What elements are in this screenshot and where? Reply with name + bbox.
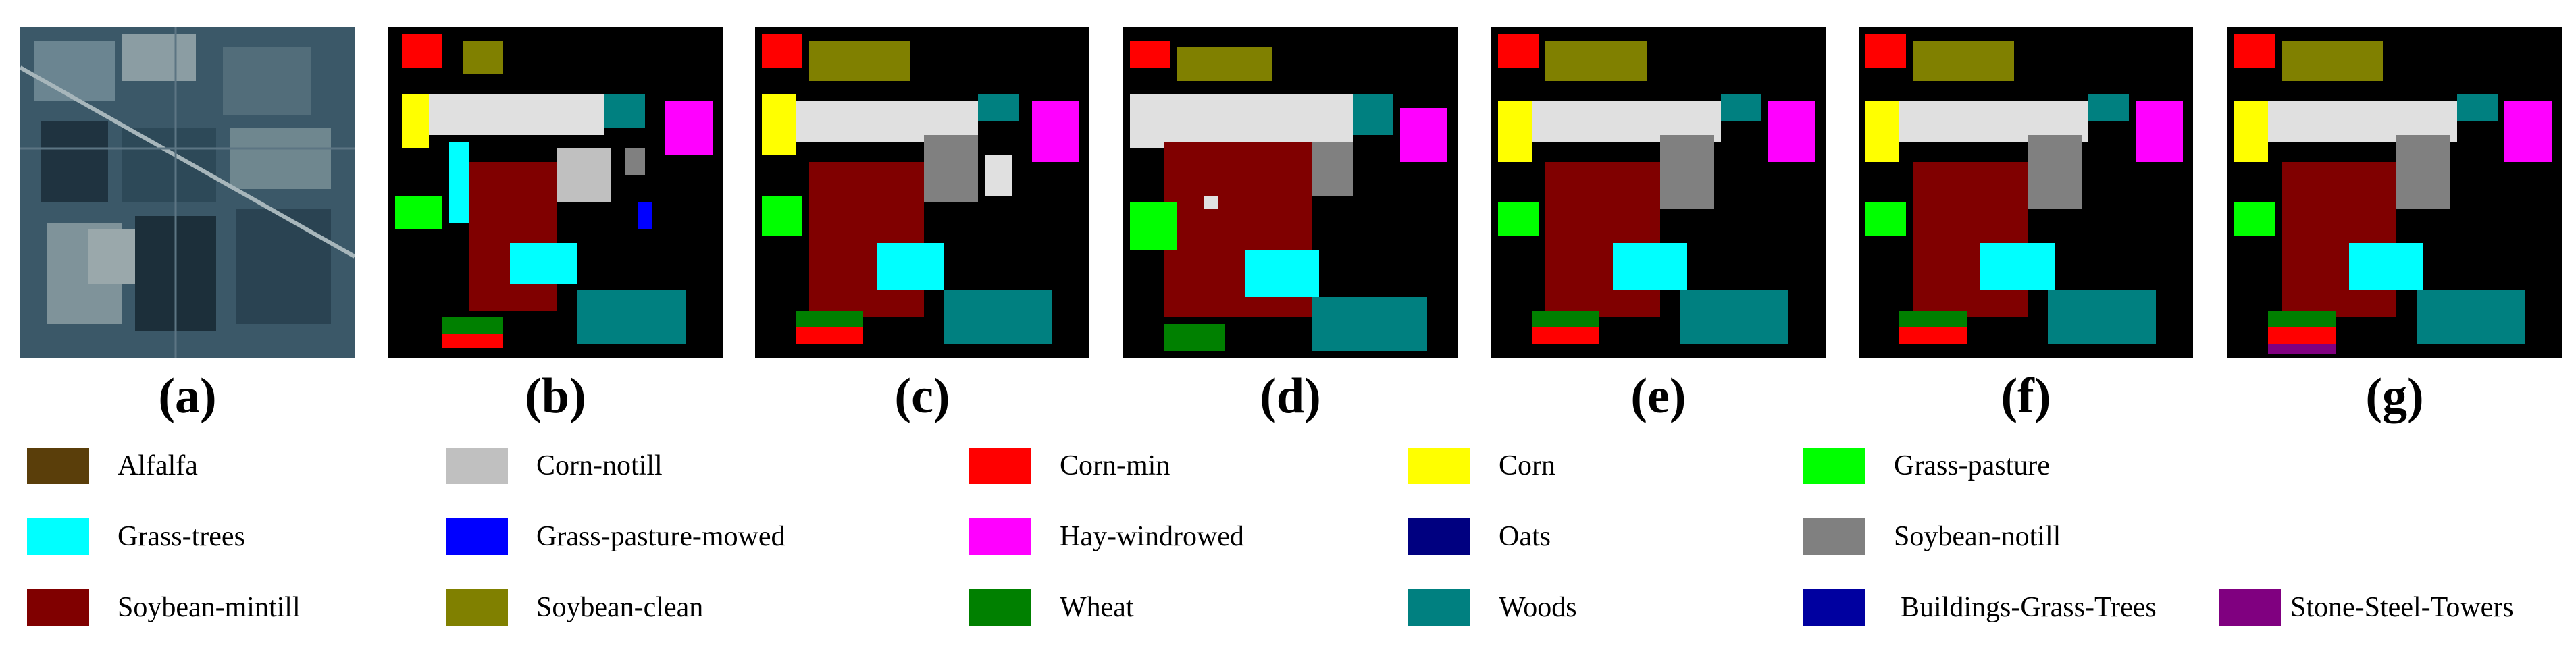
classification-map-g: [2227, 27, 2562, 358]
legend-item: Grass-pasture: [1803, 446, 2050, 486]
legend-label: Soybean-mintill: [118, 592, 301, 623]
legend-label: Corn: [1499, 450, 1555, 481]
legend-swatch: [27, 589, 89, 626]
panel-label-e: (e): [1630, 369, 1686, 424]
legend-swatch: [1408, 448, 1470, 484]
legend-swatch: [27, 518, 89, 555]
legend-swatch: [27, 448, 89, 484]
legend-label: Wheat: [1060, 592, 1134, 623]
legend-label: Corn-min: [1060, 450, 1170, 481]
classification-map-e: [1491, 27, 1826, 358]
aerial-image: [20, 27, 355, 358]
legend-swatch: [1803, 448, 1865, 484]
legend-item: Stone-Steel-Towers: [2219, 587, 2514, 628]
panel-label-a: (a): [158, 369, 217, 424]
legend-label: Soybean-clean: [536, 592, 704, 623]
legend-item: Alfalfa: [27, 446, 198, 486]
legend-label: Oats: [1499, 521, 1551, 552]
classification-map-f: [1859, 27, 2193, 358]
legend-label: Buildings-Grass-Trees: [1901, 592, 2157, 623]
legend-item: Woods: [1408, 587, 1577, 628]
legend-swatch: [446, 589, 508, 626]
legend-swatch: [446, 448, 508, 484]
legend-label: Soybean-notill: [1894, 521, 2061, 552]
legend-label: Corn-notill: [536, 450, 663, 481]
legend-item: Oats: [1408, 516, 1551, 557]
classification-map-d: [1123, 27, 1458, 358]
panel-label-f: (f): [2001, 369, 2051, 424]
legend-label: Alfalfa: [118, 450, 198, 481]
legend-swatch: [969, 448, 1031, 484]
legend-item: Soybean-notill: [1803, 516, 2061, 557]
panel-label-g: (g): [2365, 369, 2424, 424]
legend-item: Grass-trees: [27, 516, 245, 557]
legend-label: Woods: [1499, 592, 1577, 623]
legend-item: Corn: [1408, 446, 1555, 486]
legend-item: Grass-pasture-mowed: [446, 516, 785, 557]
legend-item: Soybean-mintill: [27, 587, 301, 628]
legend-item: Hay-windrowed: [969, 516, 1244, 557]
legend-swatch: [1408, 589, 1470, 626]
legend-swatch: [969, 589, 1031, 626]
legend-item: Wheat: [969, 587, 1134, 628]
legend-swatch: [2219, 589, 2281, 626]
panel-label-c: (c): [894, 369, 950, 424]
legend-swatch: [1408, 518, 1470, 555]
legend-label: Hay-windrowed: [1060, 521, 1244, 552]
legend-item: Corn-min: [969, 446, 1170, 486]
legend-item: Corn-notill: [446, 446, 663, 486]
aerial-image-panel: [20, 27, 355, 358]
legend-item: Buildings-Grass-Trees: [1803, 587, 2157, 628]
legend-swatch: [1803, 589, 1865, 626]
legend-swatch: [446, 518, 508, 555]
legend-label: Grass-trees: [118, 521, 245, 552]
legend-item: Soybean-clean: [446, 587, 703, 628]
legend-label: Stone-Steel-Towers: [2290, 592, 2514, 623]
legend-swatch: [969, 518, 1031, 555]
panel-label-b: (b): [525, 369, 586, 424]
classification-map-b: [388, 27, 723, 358]
legend-swatch: [1803, 518, 1865, 555]
legend-label: Grass-pasture-mowed: [536, 521, 785, 552]
classification-map-c: [755, 27, 1089, 358]
legend-label: Grass-pasture: [1894, 450, 2050, 481]
panel-label-d: (d): [1260, 369, 1321, 424]
